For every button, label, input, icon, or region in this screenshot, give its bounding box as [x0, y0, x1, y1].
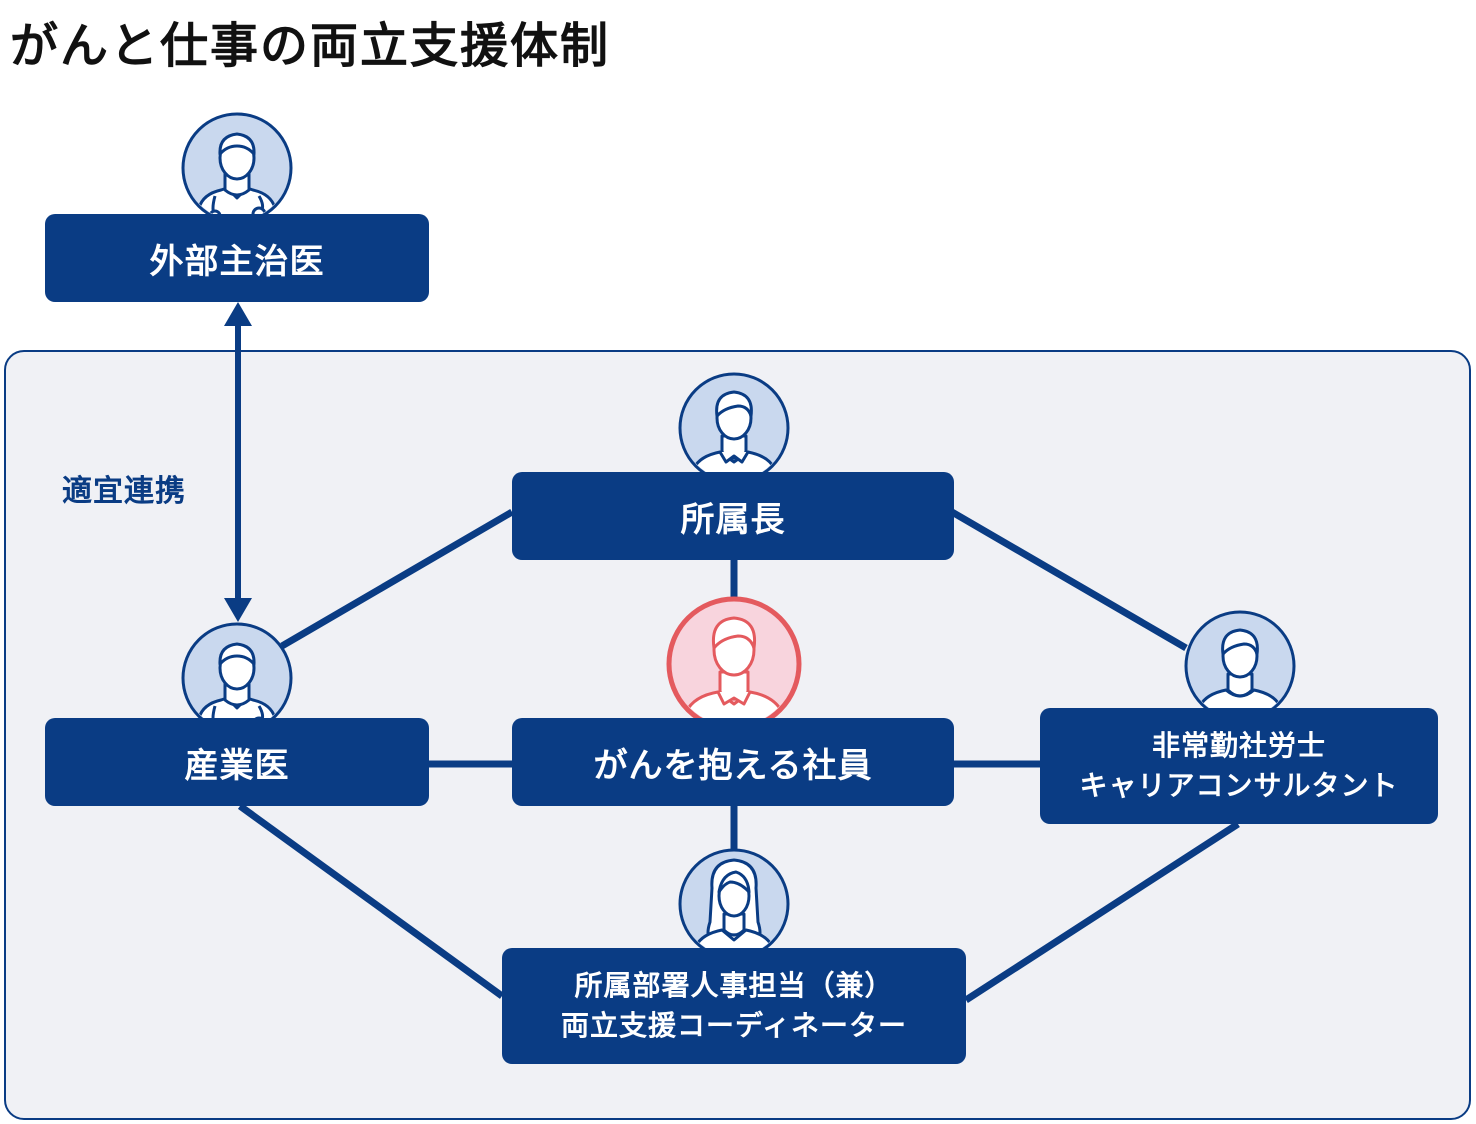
node-consultant-line1: 非常勤社労士 — [1151, 729, 1326, 762]
node-external-doctor-label: 外部主治医 — [149, 241, 325, 282]
woman-icon — [678, 848, 790, 960]
employee-icon — [666, 596, 802, 732]
link-manager-consultant — [950, 508, 1188, 652]
node-employee: がんを抱える社員 — [512, 718, 954, 806]
man-icon — [678, 372, 790, 484]
link-consultant-coordinator — [964, 821, 1240, 1003]
node-consultant-line2: キャリアコンサルタント — [1079, 769, 1399, 802]
node-employee-label: がんを抱える社員 — [593, 745, 873, 786]
page-title: がんと仕事の両立支援体制 — [10, 18, 611, 74]
node-industrial-doctor: 産業医 — [45, 718, 429, 806]
link-industrial-coordinator — [237, 803, 505, 999]
node-consultant: 非常勤社労士 キャリアコンサルタント — [1040, 708, 1438, 824]
link-manager-industrial — [280, 508, 514, 650]
node-manager: 所属長 — [512, 472, 954, 560]
doctor-icon — [181, 622, 293, 734]
man-icon — [1184, 610, 1296, 722]
node-coordinator-line1: 所属部署人事担当（兼） — [574, 969, 894, 1002]
node-coordinator: 所属部署人事担当（兼） 両立支援コーディネーター — [502, 948, 966, 1064]
node-manager-label: 所属長 — [680, 499, 786, 540]
node-coordinator-line2: 両立支援コーディネーター — [560, 1009, 908, 1042]
arrow-head-up — [224, 302, 252, 326]
node-industrial-doctor-label: 産業医 — [184, 745, 290, 786]
doctor-icon — [181, 112, 293, 224]
arrow-head-down — [224, 598, 252, 622]
collaboration-label: 適宜連携 — [62, 474, 186, 509]
node-external-doctor: 外部主治医 — [45, 214, 429, 302]
